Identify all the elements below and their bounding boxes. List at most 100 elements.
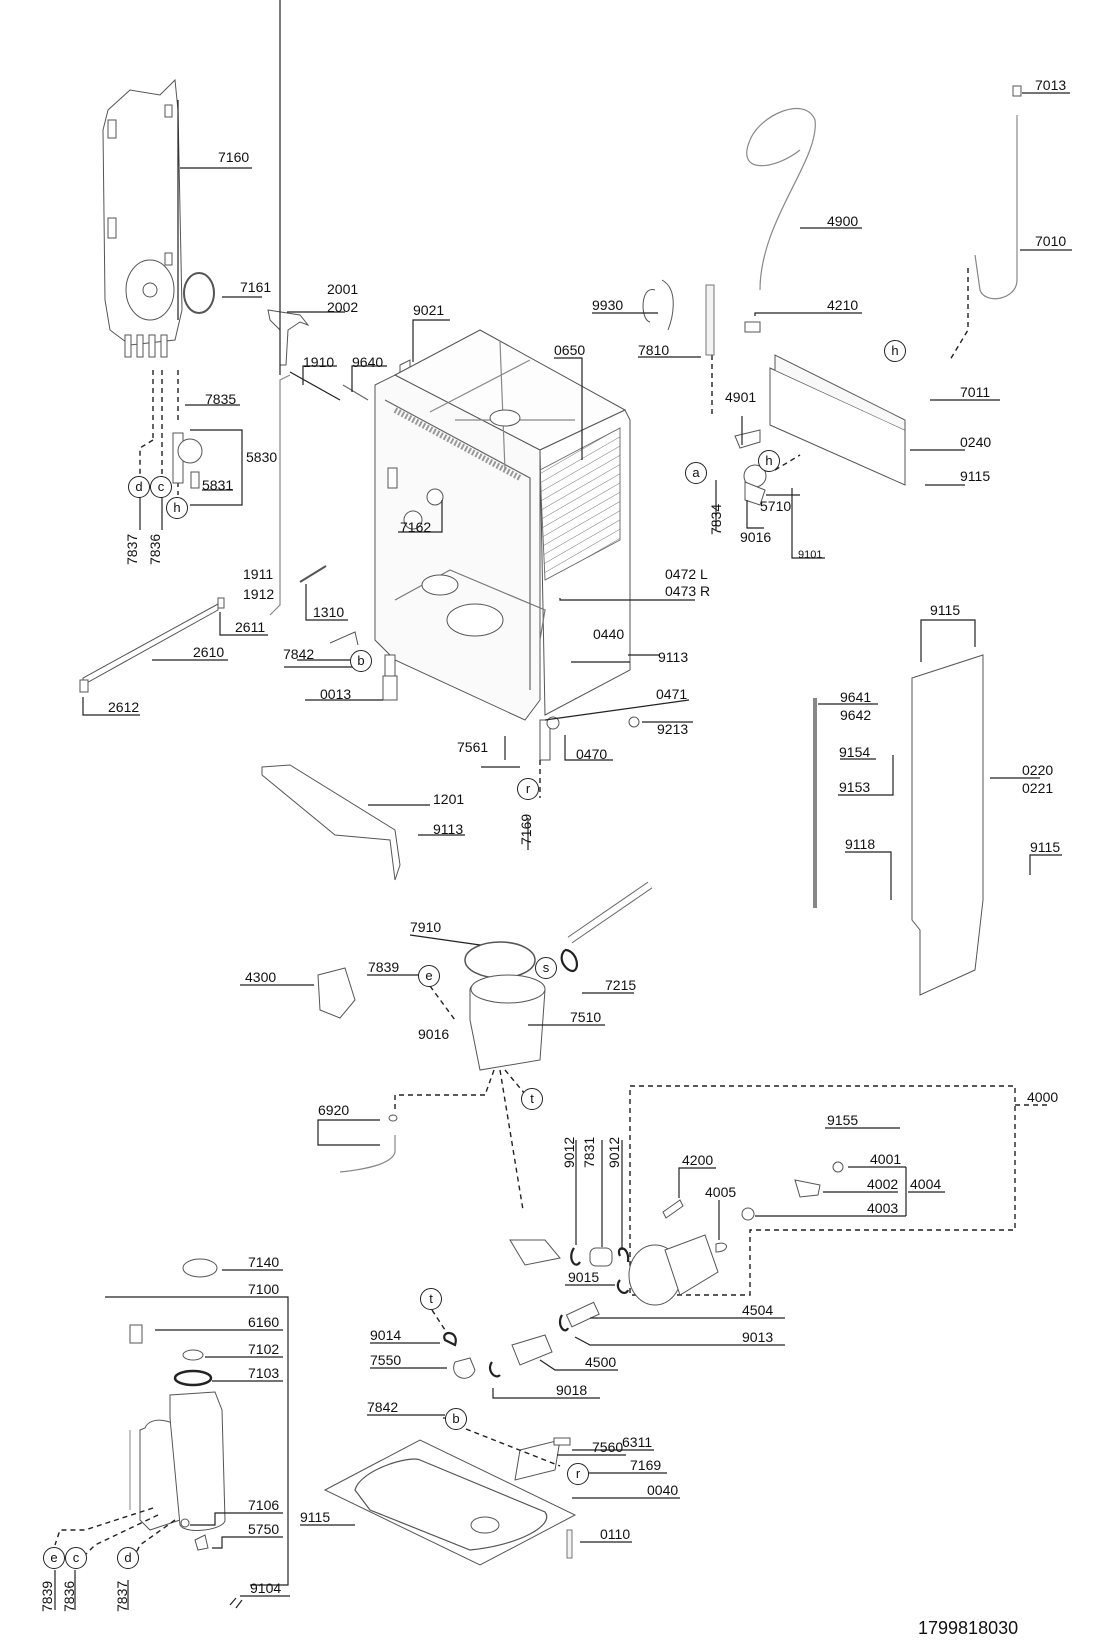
part-label[interactable]: 9115	[1030, 839, 1061, 855]
part-label[interactable]: 7102	[248, 1341, 280, 1357]
part-label[interactable]: 0013	[320, 686, 352, 702]
part-label[interactable]: 7836	[147, 533, 163, 565]
part-label[interactable]: 7842	[367, 1399, 399, 1415]
part-label[interactable]: 4004	[910, 1176, 942, 1192]
part-label[interactable]: 7560	[592, 1439, 624, 1455]
part-label[interactable]: 0220	[1022, 762, 1054, 778]
part-label[interactable]: 9018	[556, 1382, 588, 1398]
part-label[interactable]: 9118	[845, 836, 876, 852]
part-label[interactable]: 9213	[657, 721, 689, 737]
part-label[interactable]: 9014	[370, 1327, 402, 1343]
part-label[interactable]: 7169	[518, 813, 534, 845]
part-label[interactable]: 7160	[218, 149, 250, 165]
part-label[interactable]: 4504	[742, 1302, 774, 1318]
part-label[interactable]: 5831	[202, 477, 234, 493]
part-label[interactable]: 7842	[283, 646, 315, 662]
part-label[interactable]: 9016	[740, 529, 772, 545]
part-label[interactable]: 7836	[61, 1580, 77, 1612]
part-label[interactable]: 9642	[840, 707, 872, 723]
part-label[interactable]: 4003	[867, 1200, 899, 1216]
part-label[interactable]: 7100	[248, 1281, 280, 1297]
part-label[interactable]: 9012	[561, 1136, 577, 1168]
part-label[interactable]: 0470	[576, 746, 608, 762]
part-label[interactable]: 7831	[581, 1136, 597, 1168]
part-label[interactable]: 1912	[243, 586, 275, 602]
part-label[interactable]: 0440	[593, 626, 625, 642]
part-label[interactable]: 7561	[457, 739, 489, 755]
part-label[interactable]: 2002	[327, 299, 359, 315]
part-label[interactable]: 7839	[368, 959, 400, 975]
part-label[interactable]: 9013	[742, 1329, 774, 1345]
part-label[interactable]: 0110	[600, 1526, 631, 1542]
part-label[interactable]: 4500	[585, 1354, 617, 1370]
part-label[interactable]: 1310	[313, 604, 345, 620]
part-label[interactable]: 6920	[318, 1102, 350, 1118]
part-label[interactable]: 0221	[1022, 780, 1054, 796]
part-label[interactable]: 2612	[108, 699, 140, 715]
part-label[interactable]: 4001	[870, 1151, 902, 1167]
part-label[interactable]: 0040	[647, 1482, 679, 1498]
part-label[interactable]: 6160	[248, 1314, 280, 1330]
part-label[interactable]: 7837	[124, 533, 140, 565]
part-label[interactable]: 4210	[827, 297, 859, 313]
part-label[interactable]: 7103	[248, 1365, 280, 1381]
part-label[interactable]: 7510	[570, 1009, 602, 1025]
part-label[interactable]: 0240	[960, 434, 992, 450]
part-label[interactable]: 9115	[960, 468, 991, 484]
part-label[interactable]: 4901	[725, 389, 757, 405]
part-label[interactable]: 9155	[827, 1112, 859, 1128]
part-label[interactable]: 7834	[708, 503, 724, 535]
part-label[interactable]: 4002	[867, 1176, 899, 1192]
part-label[interactable]: 9012	[606, 1136, 622, 1168]
part-label[interactable]: 9015	[568, 1269, 600, 1285]
part-label[interactable]: 5750	[248, 1521, 280, 1537]
part-label[interactable]: 9154	[839, 744, 871, 760]
part-label[interactable]: 9016	[418, 1026, 450, 1042]
part-label[interactable]: 9113	[658, 649, 689, 665]
part-label[interactable]: 7161	[240, 279, 272, 295]
part-label[interactable]: 7013	[1035, 77, 1067, 93]
part-label[interactable]: 9113	[433, 821, 464, 837]
part-label[interactable]: 0472 L	[665, 566, 708, 582]
part-label[interactable]: 7010	[1035, 233, 1067, 249]
part-label[interactable]: 4300	[245, 969, 277, 985]
part-label[interactable]: 2001	[327, 281, 359, 297]
part-label[interactable]: 9115	[930, 602, 961, 618]
part-label[interactable]: 4200	[682, 1152, 714, 1168]
part-label[interactable]: 2610	[193, 644, 225, 660]
part-label[interactable]: 7215	[605, 977, 637, 993]
part-label[interactable]: 0473 R	[665, 583, 711, 599]
part-label[interactable]: 4000	[1027, 1089, 1059, 1105]
part-label[interactable]: 7550	[370, 1352, 402, 1368]
part-label[interactable]: 7011	[960, 384, 991, 400]
part-label[interactable]: 7810	[638, 342, 670, 358]
part-label[interactable]: 7140	[248, 1254, 280, 1270]
part-label[interactable]: 7106	[248, 1497, 280, 1513]
part-label[interactable]: 7839	[39, 1580, 55, 1612]
part-label[interactable]: 9021	[413, 302, 445, 318]
part-label[interactable]: 0650	[554, 342, 586, 358]
part-label[interactable]: 5830	[246, 449, 278, 465]
part-label[interactable]: 9115	[300, 1509, 331, 1525]
part-label[interactable]: 9641	[840, 689, 872, 705]
part-label[interactable]: 9640	[352, 354, 384, 370]
part-label[interactable]: 7162	[400, 519, 432, 535]
part-label[interactable]: 1201	[433, 791, 465, 807]
part-label[interactable]: 9930	[592, 297, 624, 313]
part-label[interactable]: 7910	[410, 919, 442, 935]
part-label[interactable]: 1910	[303, 354, 335, 370]
part-label[interactable]: 9104	[250, 1580, 282, 1596]
part-label[interactable]: 7835	[205, 391, 237, 407]
part-label[interactable]: 9153	[839, 779, 871, 795]
part-label[interactable]: 4900	[827, 213, 859, 229]
part-label[interactable]: 9101	[798, 549, 823, 561]
part-label[interactable]: 6311	[622, 1434, 653, 1450]
connector-c: c	[65, 1547, 87, 1569]
part-label[interactable]: 7837	[114, 1580, 130, 1612]
part-label[interactable]: 7169	[630, 1457, 662, 1473]
part-label[interactable]: 1911	[243, 566, 274, 582]
part-label[interactable]: 4005	[705, 1184, 737, 1200]
part-label[interactable]: 2611	[235, 619, 266, 635]
part-label[interactable]: 5710	[760, 498, 792, 514]
part-label[interactable]: 0471	[656, 686, 688, 702]
